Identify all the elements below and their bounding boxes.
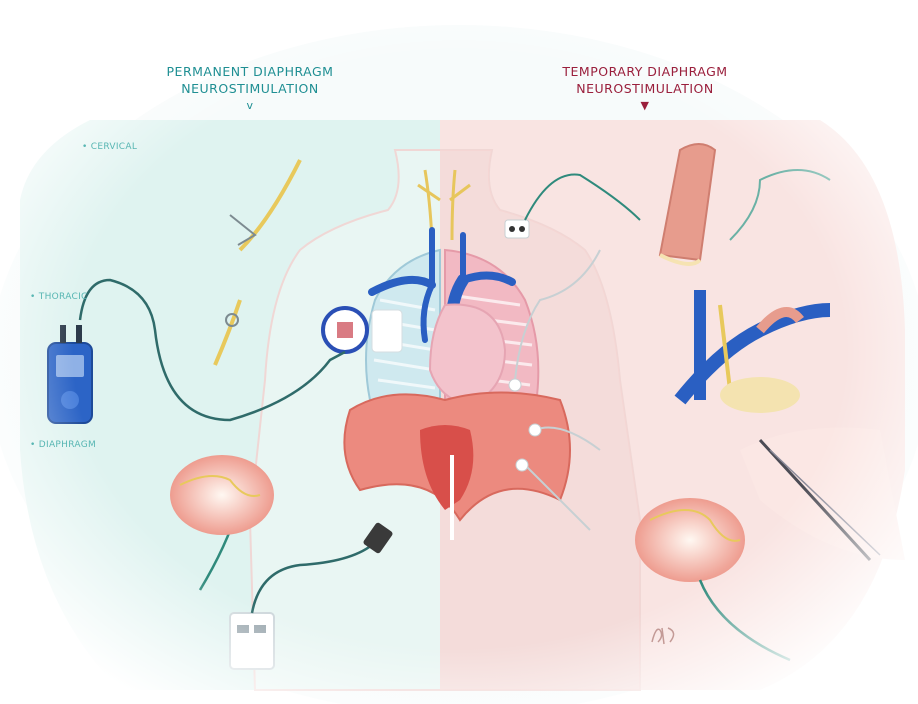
permanent-heading: PERMANENT DIAPHRAGM NEUROSTIMULATION v — [150, 63, 350, 113]
label-diaphragm: • DIAPHRAGM — [30, 440, 96, 450]
temporary-heading-line1: TEMPORARY DIAPHRAGM — [562, 64, 727, 79]
chevron-down-icon: ▼ — [540, 99, 750, 113]
label-cervical: • CERVICAL — [82, 142, 137, 152]
temporary-heading: TEMPORARY DIAPHRAGM NEUROSTIMULATION ▼ — [540, 63, 750, 113]
label-thoracic: • THORACIC — [30, 292, 88, 302]
permanent-heading-line2: NEUROSTIMULATION — [181, 81, 318, 96]
chevron-down-icon: v — [150, 99, 350, 113]
artist-signature — [648, 622, 684, 648]
temporary-heading-line2: NEUROSTIMULATION — [576, 81, 713, 96]
permanent-heading-line1: PERMANENT DIAPHRAGM — [167, 64, 334, 79]
